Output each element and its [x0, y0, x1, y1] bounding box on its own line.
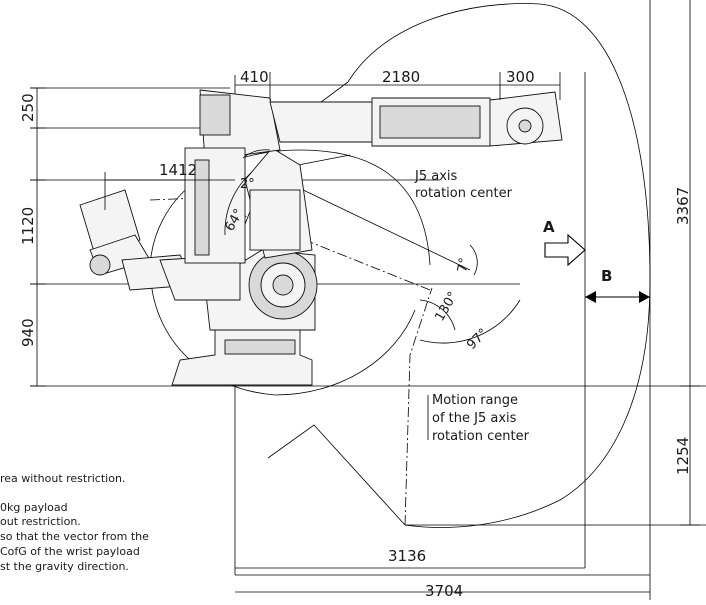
reference-lines: [30, 0, 706, 600]
dim-1412: 1412: [159, 161, 197, 179]
angle-7: 7°: [455, 257, 472, 274]
dim-410: 410: [240, 68, 269, 86]
callout-labels: J5 axis rotation center Motion range of …: [414, 169, 612, 444]
angle-130: 130°: [432, 289, 461, 324]
note-line6: st the gravity direction.: [0, 560, 129, 573]
motion-label-line2: of the J5 axis: [432, 411, 517, 426]
dim-1254: 1254: [674, 437, 692, 475]
note-line4: so that the vector from the: [0, 530, 149, 543]
motion-label-line1: Motion range: [432, 393, 518, 408]
robot-body: [79, 89, 563, 386]
view-b-label: B: [601, 267, 612, 285]
dim-300: 300: [506, 68, 535, 86]
dim-250: 250: [19, 93, 37, 122]
j5-label-line2: rotation center: [415, 186, 513, 201]
view-a-label: A: [543, 218, 555, 236]
j5-label-line1: J5 axis: [414, 169, 458, 184]
dimension-texts: 410 2180 300 250 1120 940 1412 3367 1254…: [19, 68, 692, 600]
dimension-lines: [30, 0, 700, 593]
note-line5: CofG of the wrist payload: [0, 545, 140, 558]
angle-97: 97°: [464, 326, 491, 353]
dim-3136: 3136: [388, 547, 426, 565]
angle-2: 2°: [240, 177, 255, 192]
notes: rea without restriction. 0kg payload out…: [0, 472, 149, 573]
note-line3: out restriction.: [0, 515, 81, 528]
motion-label-line3: rotation center: [432, 429, 530, 444]
dim-1120: 1120: [19, 207, 37, 245]
dim-940: 940: [19, 318, 37, 347]
dim-2180: 2180: [382, 68, 420, 86]
dim-3704: 3704: [425, 582, 463, 600]
dim-3367: 3367: [674, 187, 692, 225]
note-line2: 0kg payload: [0, 501, 68, 514]
note-line1: rea without restriction.: [0, 472, 125, 485]
